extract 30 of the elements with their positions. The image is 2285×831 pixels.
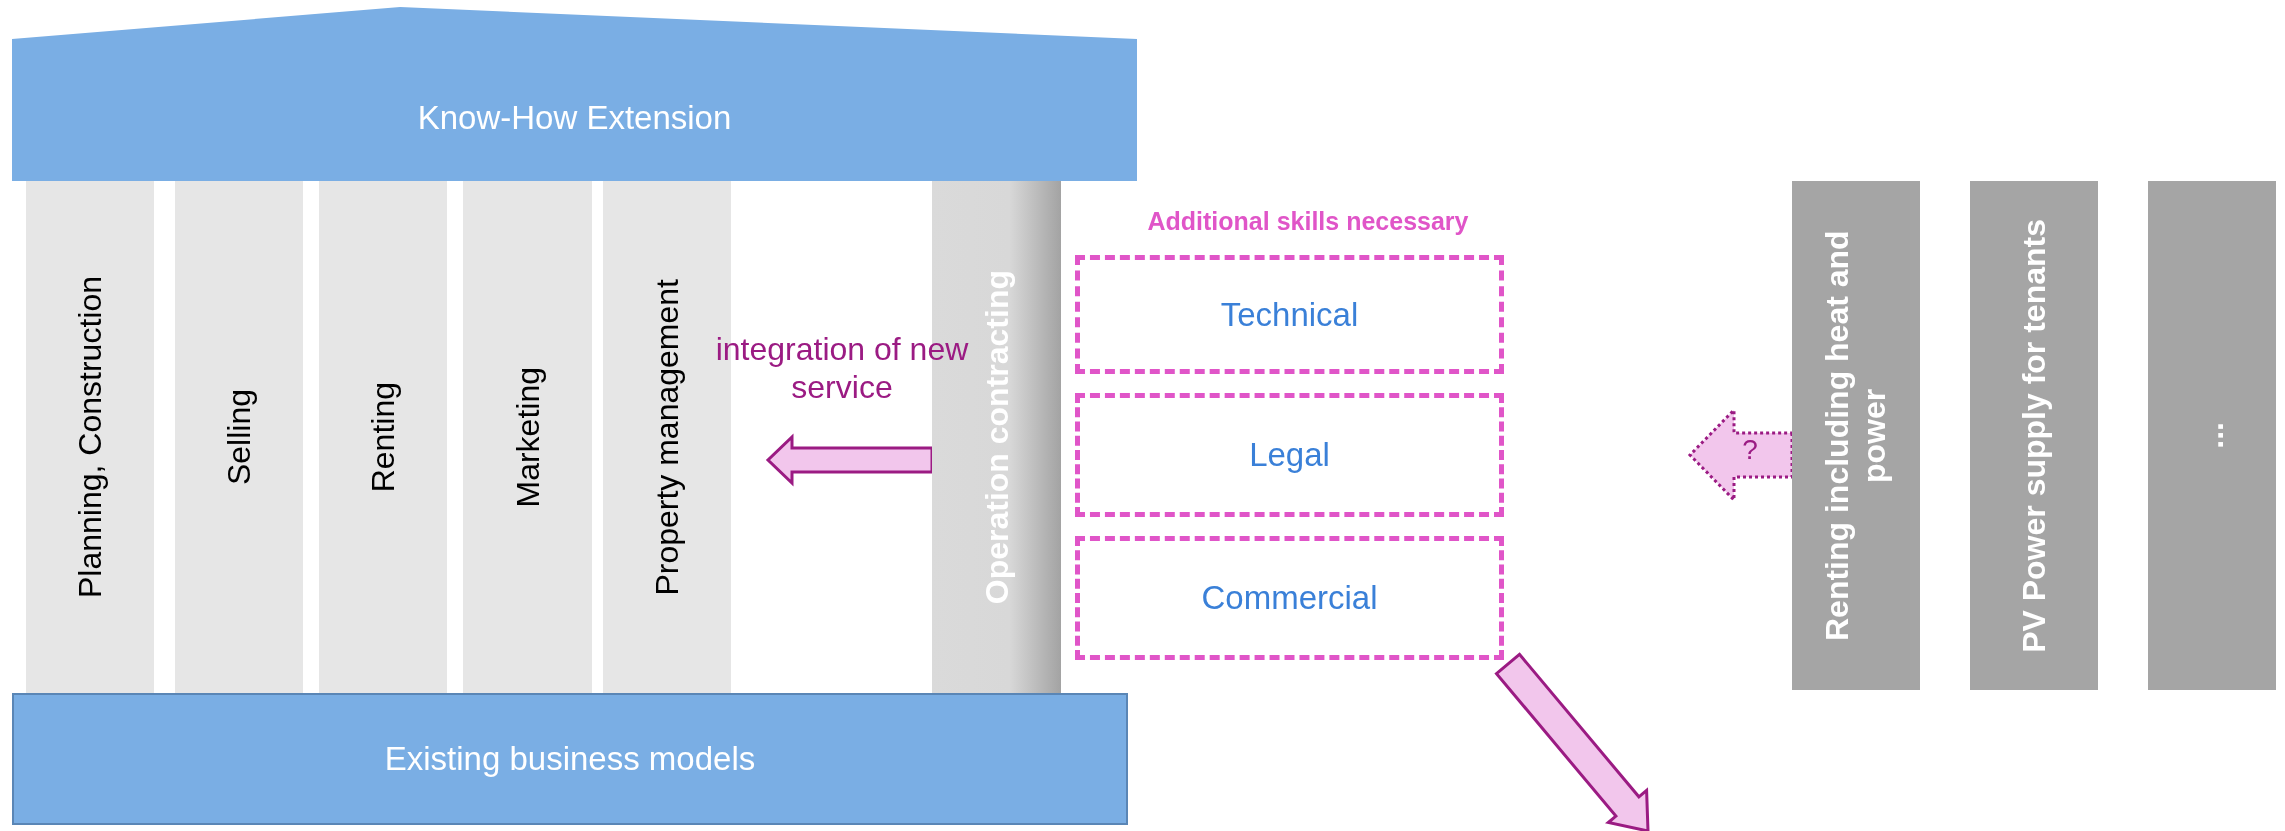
skill-label: Commercial xyxy=(1201,578,1378,619)
pillar-label: Selling xyxy=(220,388,258,486)
banner-title: Existing business models xyxy=(384,739,756,780)
pillar-label: Renting xyxy=(364,381,402,493)
edge-label: integration of new service xyxy=(714,330,970,407)
pillar-label: Marketing xyxy=(508,366,547,508)
service-bar xyxy=(1970,181,2098,690)
roof-banner xyxy=(12,7,1137,181)
pillar-label: Planning, Construction xyxy=(71,276,109,598)
edge-label: ? xyxy=(1741,436,1759,464)
pillar-label: Renting including heat and power xyxy=(1819,229,1893,643)
service-bar xyxy=(1792,181,1920,690)
skill-box xyxy=(1075,536,1504,660)
block-arrow xyxy=(765,433,934,487)
pillar-box xyxy=(26,181,154,693)
skill-label: Technical xyxy=(1220,294,1359,335)
block-arrow xyxy=(1494,652,1650,831)
pillar-box xyxy=(463,181,592,693)
pillar-label: Property management xyxy=(648,278,686,596)
pillar-label: ... xyxy=(2193,422,2231,449)
base-banner xyxy=(12,693,1128,825)
pillar-box xyxy=(175,181,303,693)
service-bar xyxy=(2148,181,2276,690)
group-heading: Additional skills necessary xyxy=(1146,206,1470,237)
banner-title: Know-How Extension xyxy=(417,98,732,139)
pillar-label: PV Power supply for tenants xyxy=(2015,218,2053,653)
skill-label: Legal xyxy=(1249,435,1330,476)
skill-box xyxy=(1075,393,1504,517)
skill-box xyxy=(1075,255,1504,374)
pillar-box xyxy=(319,181,447,693)
